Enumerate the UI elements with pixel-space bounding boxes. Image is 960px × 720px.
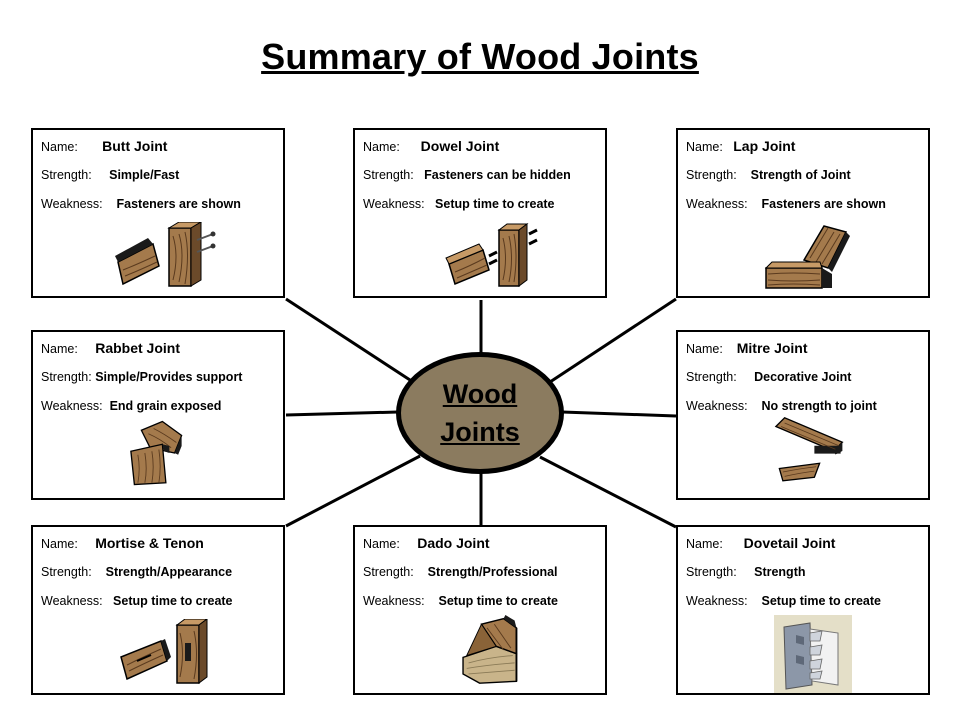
butt-joint-icon <box>115 222 216 287</box>
card-rabbet-joint: Name: Rabbet Joint Strength: Simple/Prov… <box>31 330 285 500</box>
name-label: Name: <box>41 537 78 551</box>
joint-strength: Decorative Joint <box>754 370 852 384</box>
card-mitre-joint: Name: Mitre Joint Strength: Decorative J… <box>676 330 930 500</box>
strength-label: Strength: <box>363 565 414 579</box>
joint-weakness: Setup time to create <box>113 594 233 608</box>
card-butt-joint: Name: Butt Joint Strength: Simple/Fast W… <box>31 128 285 298</box>
weakness-label: Weakness: <box>686 399 748 413</box>
name-label: Name: <box>41 140 78 154</box>
strength-label: Strength: <box>41 370 92 384</box>
joint-name: Dowel Joint <box>420 138 500 154</box>
connector-dovetail <box>539 455 677 529</box>
name-label: Name: <box>41 342 78 356</box>
joint-strength: Strength <box>754 565 806 579</box>
strength-label: Strength: <box>41 565 92 579</box>
dado-joint-icon <box>462 615 518 684</box>
joint-weakness: Fasteners are shown <box>116 197 241 211</box>
center-hub: Wood Joints <box>396 352 564 474</box>
strength-label: Strength: <box>686 370 737 384</box>
weakness-label: Weakness: <box>363 197 425 211</box>
card-lap-joint: Name: Lap Joint Strength: Strength of Jo… <box>676 128 930 298</box>
name-label: Name: <box>363 537 400 551</box>
card-dado-joint: Name: Dado Joint Strength: Strength/Prof… <box>353 525 607 695</box>
name-label: Name: <box>686 140 723 154</box>
lap-joint-icon <box>764 225 850 289</box>
joint-name: Mortise & Tenon <box>95 535 204 551</box>
mitre-joint-icon <box>774 416 844 482</box>
dovetail-joint-icon <box>774 615 852 693</box>
weakness-label: Weakness: <box>686 594 748 608</box>
connector-butt <box>285 297 411 382</box>
joint-name: Mitre Joint <box>736 340 808 356</box>
joint-name: Butt Joint <box>102 138 168 154</box>
weakness-label: Weakness: <box>363 594 425 608</box>
rabbet-joint-icon <box>130 420 183 486</box>
joint-strength: Simple/Fast <box>109 168 180 182</box>
strength-label: Strength: <box>686 565 737 579</box>
connector-mortise <box>285 454 421 528</box>
joint-weakness: End grain exposed <box>109 399 222 413</box>
dowel-joint-icon <box>445 223 538 287</box>
page-title: Summary of Wood Joints <box>261 36 699 77</box>
joint-weakness: No strength to joint <box>761 399 877 413</box>
weakness-label: Weakness: <box>41 594 103 608</box>
joint-strength: Strength/Appearance <box>105 565 233 579</box>
strength-label: Strength: <box>363 168 414 182</box>
joint-weakness: Setup time to create <box>435 197 555 211</box>
joint-name: Dado Joint <box>417 535 490 551</box>
weakness-label: Weakness: <box>41 399 103 413</box>
joint-strength: Strength of Joint <box>750 168 851 182</box>
hub-line-1: Wood <box>442 379 518 409</box>
connector-rabbet <box>285 410 399 417</box>
mortise-tenon-icon <box>120 619 208 684</box>
card-dovetail-joint: Name: Dovetail Joint Strength: Strength … <box>676 525 930 695</box>
joint-weakness: Setup time to create <box>438 594 558 608</box>
weakness-label: Weakness: <box>41 197 103 211</box>
joint-strength: Fasteners can be hidden <box>424 168 571 182</box>
weakness-label: Weakness: <box>686 197 748 211</box>
joint-name: Dovetail Joint <box>743 535 836 551</box>
card-mortise-tenon: Name: Mortise & Tenon Strength: Strength… <box>31 525 285 695</box>
joint-strength: Strength/Professional <box>427 565 558 579</box>
joint-weakness: Fasteners are shown <box>761 197 886 211</box>
joint-name: Lap Joint <box>733 138 796 154</box>
strength-label: Strength: <box>41 168 92 182</box>
joint-strength: Simple/Provides support <box>95 370 243 384</box>
card-dowel-joint: Name: Dowel Joint Strength: Fasteners ca… <box>353 128 607 298</box>
joint-name: Rabbet Joint <box>95 340 180 356</box>
name-label: Name: <box>363 140 400 154</box>
joint-weakness: Setup time to create <box>761 594 881 608</box>
name-label: Name: <box>686 342 723 356</box>
name-label: Name: <box>686 537 723 551</box>
strength-label: Strength: <box>686 168 737 182</box>
connector-lap <box>549 297 677 384</box>
hub-line-2: Joints <box>440 417 520 447</box>
connector-mitre <box>561 410 677 418</box>
